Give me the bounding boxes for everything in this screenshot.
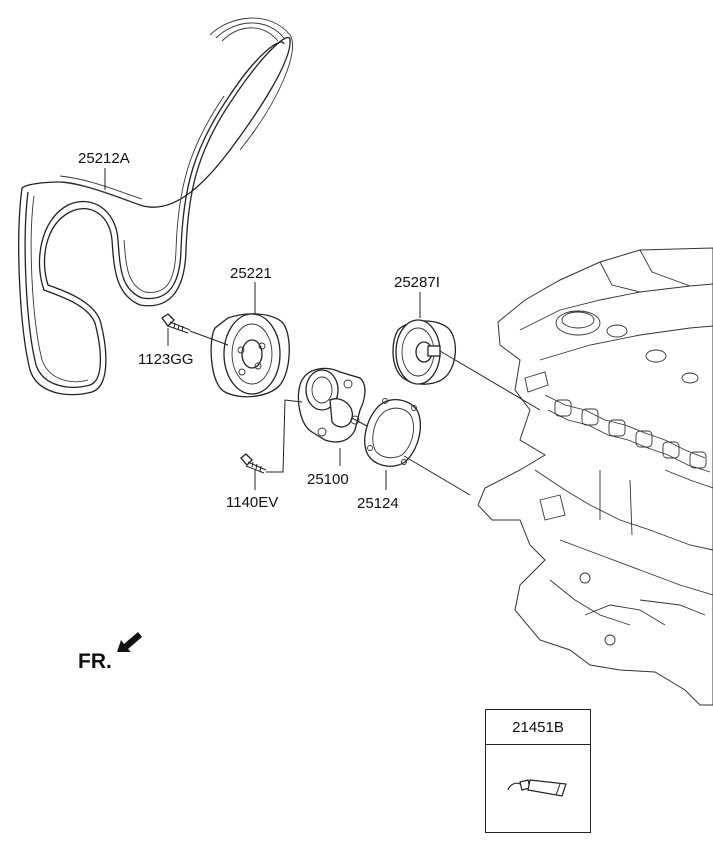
label-belt: 25212A bbox=[78, 150, 130, 167]
sealant-tube-icon bbox=[507, 779, 567, 797]
drive-belt bbox=[18, 17, 293, 396]
direction-label: FR. bbox=[78, 650, 112, 673]
label-bolt-top: 1123GG bbox=[138, 351, 194, 368]
gasket bbox=[364, 398, 471, 496]
water-pump bbox=[297, 367, 379, 466]
label-sealant: 21451B bbox=[486, 710, 590, 745]
label-tensioner-pulley: 25287I bbox=[394, 274, 440, 291]
idler-pulley bbox=[210, 313, 290, 398]
arrow-down-left-icon bbox=[117, 632, 142, 652]
engine-block bbox=[477, 247, 713, 706]
label-bolt-bottom: 1140EV bbox=[226, 494, 278, 511]
label-gasket: 25124 bbox=[357, 495, 399, 512]
label-idler-pulley: 25221 bbox=[230, 265, 272, 282]
bolt-bottom bbox=[240, 399, 303, 490]
tensioner-pulley bbox=[392, 292, 541, 411]
bolt-top bbox=[161, 313, 229, 346]
sealant-callout: 21451B bbox=[485, 709, 591, 833]
label-water-pump: 25100 bbox=[307, 471, 349, 488]
